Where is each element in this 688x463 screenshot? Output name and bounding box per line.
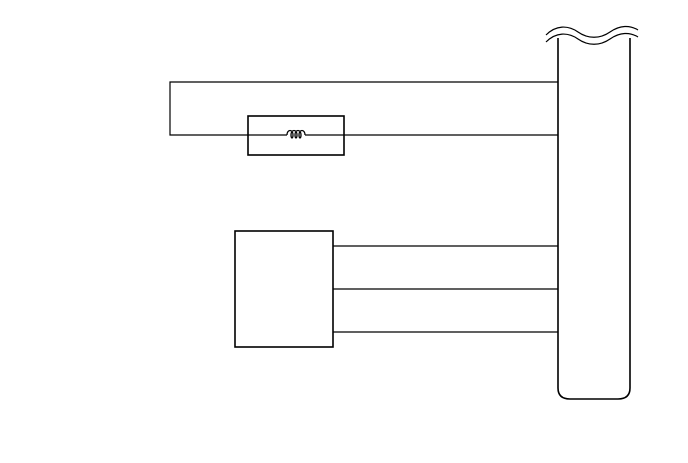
connector-block [234,230,334,348]
coil-icon [286,129,306,139]
loop-wire-top [169,81,558,136]
break-line-lower [545,32,639,45]
break-line-upper [545,25,639,38]
vertical-bus [557,38,631,400]
break-mark-icon [545,25,639,45]
heater-element [247,115,345,156]
